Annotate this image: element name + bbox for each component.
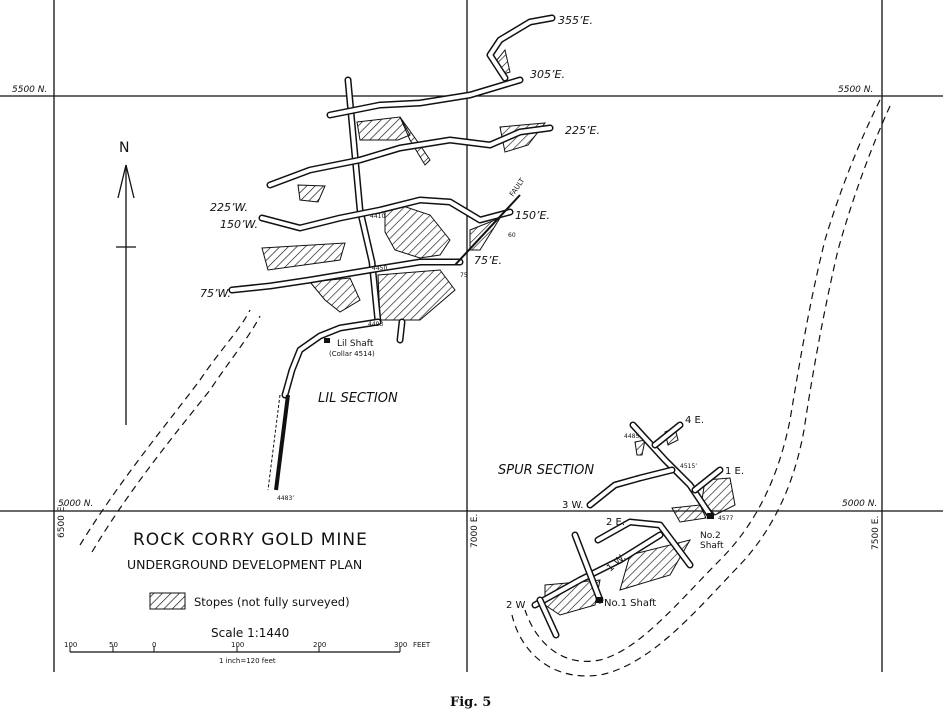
- stope: [384, 204, 451, 259]
- level-label-75w: 75’W.: [200, 287, 231, 300]
- no2-shaft-label-line2: Shaft: [700, 541, 724, 551]
- grid-label-7000e: 7000 E.: [470, 514, 480, 548]
- scale-title: Scale 1:1440: [211, 626, 289, 640]
- scale-bar: [69, 646, 401, 653]
- elevation-4483: 4483’: [277, 495, 294, 502]
- level-label-305e: 305’E.: [530, 68, 565, 81]
- level-label-2w: 2 W: [506, 600, 526, 611]
- scale-tick-label: 50: [109, 641, 118, 649]
- stope: [619, 539, 692, 591]
- scale-tick-label: 300: [394, 641, 407, 649]
- level-3w-tunnel: [586, 466, 676, 509]
- grid-label-5500n-right: 5500 N.: [838, 85, 873, 95]
- stopes-lil-section: [261, 48, 547, 321]
- grid-label-6500e: 6500 E.: [57, 504, 67, 538]
- fault-label: FAULT: [508, 176, 527, 198]
- elevation-4493: 4493: [368, 321, 383, 328]
- grid-label-5000n-left: 5000 N.: [58, 499, 93, 509]
- elevation-4450: 4450: [372, 265, 387, 272]
- scale-note: 1 inch=120 feet: [219, 657, 276, 665]
- level-label-75e: 75’E.: [474, 254, 502, 267]
- scale-tick-label: 0: [152, 641, 156, 649]
- level-label-150w: 150’W.: [220, 218, 258, 231]
- lil-shaft-label: Lil Shaft: [337, 339, 374, 349]
- stope: [671, 504, 707, 523]
- figure-caption: Fig. 5: [450, 695, 491, 710]
- map-subtitle: UNDERGROUND DEVELOPMENT PLAN: [127, 557, 362, 572]
- fault-line: [454, 194, 521, 266]
- level-label-150e: 150’E.: [515, 209, 550, 222]
- level-label-3w: 3 W.: [562, 500, 583, 511]
- grid-label-5000n-right: 5000 N.: [842, 499, 877, 509]
- stope: [356, 116, 411, 141]
- level-label-225w: 225’W.: [210, 201, 248, 214]
- elevation-4515: 4515’: [680, 463, 697, 470]
- elevation-4410: 4410: [370, 213, 385, 220]
- north-arrow-head-icon: [117, 164, 135, 199]
- level-label-1e: 1 E.: [725, 466, 744, 477]
- grid-label-7500e: 7500 E.: [871, 516, 881, 550]
- stope: [297, 184, 326, 203]
- dashed-line-west-outer: [79, 309, 251, 546]
- stope: [634, 439, 646, 456]
- stope: [309, 277, 361, 313]
- north-arrow: [116, 164, 136, 425]
- level-label-4e: 4 E.: [685, 415, 704, 426]
- scale-tick-label: 200: [313, 641, 326, 649]
- scale-tick-label: 100: [231, 641, 244, 649]
- dashed-line-east-outer: [524, 99, 881, 662]
- winze-incline: [274, 394, 290, 491]
- stopes-legend-label: Stopes (not fully surveyed): [194, 595, 350, 609]
- tunnels-lil-section: [228, 14, 556, 491]
- stope: [701, 477, 736, 516]
- no1-shaft-label: No.1 Shaft: [604, 598, 656, 609]
- elevation-4485: 4485: [624, 433, 639, 440]
- no2-shaft-label-line1: No.2: [700, 531, 721, 541]
- fault-dip-60: 60: [508, 232, 516, 239]
- dashed-line-west-inner: [91, 315, 261, 553]
- stope: [399, 116, 431, 166]
- lil-shaft-icon: [324, 338, 330, 343]
- grid-label-5500n-left: 5500 N.: [12, 85, 47, 95]
- level-label-355e: 355’E.: [558, 14, 593, 27]
- scale-unit-label: FEET: [413, 641, 431, 649]
- lil-section-label: LIL SECTION: [318, 391, 398, 406]
- fault-dip-75: 75: [460, 272, 468, 279]
- level-label-2e: 2 E.: [606, 517, 625, 528]
- no2-shaft-icon: [707, 513, 714, 519]
- level-label-225e: 225’E.: [565, 124, 600, 137]
- map-title: ROCK CORRY GOLD MINE: [133, 530, 368, 550]
- spur-section-label: SPUR SECTION: [498, 463, 594, 478]
- north-label: N: [119, 140, 129, 156]
- dashed-line-east-inner: [511, 105, 891, 677]
- elevation-4577: 4577: [718, 515, 733, 522]
- stope: [261, 242, 346, 271]
- stope: [377, 269, 456, 321]
- tunnels-spur-section: [531, 421, 724, 639]
- scale-tick-label: 100: [64, 641, 77, 649]
- stopes-legend-swatch: [149, 592, 186, 610]
- dashed-boundary-lines: [79, 99, 891, 677]
- no1-shaft-icon: [596, 597, 603, 603]
- lil-shaft-collar: (Collar 4514): [329, 350, 375, 358]
